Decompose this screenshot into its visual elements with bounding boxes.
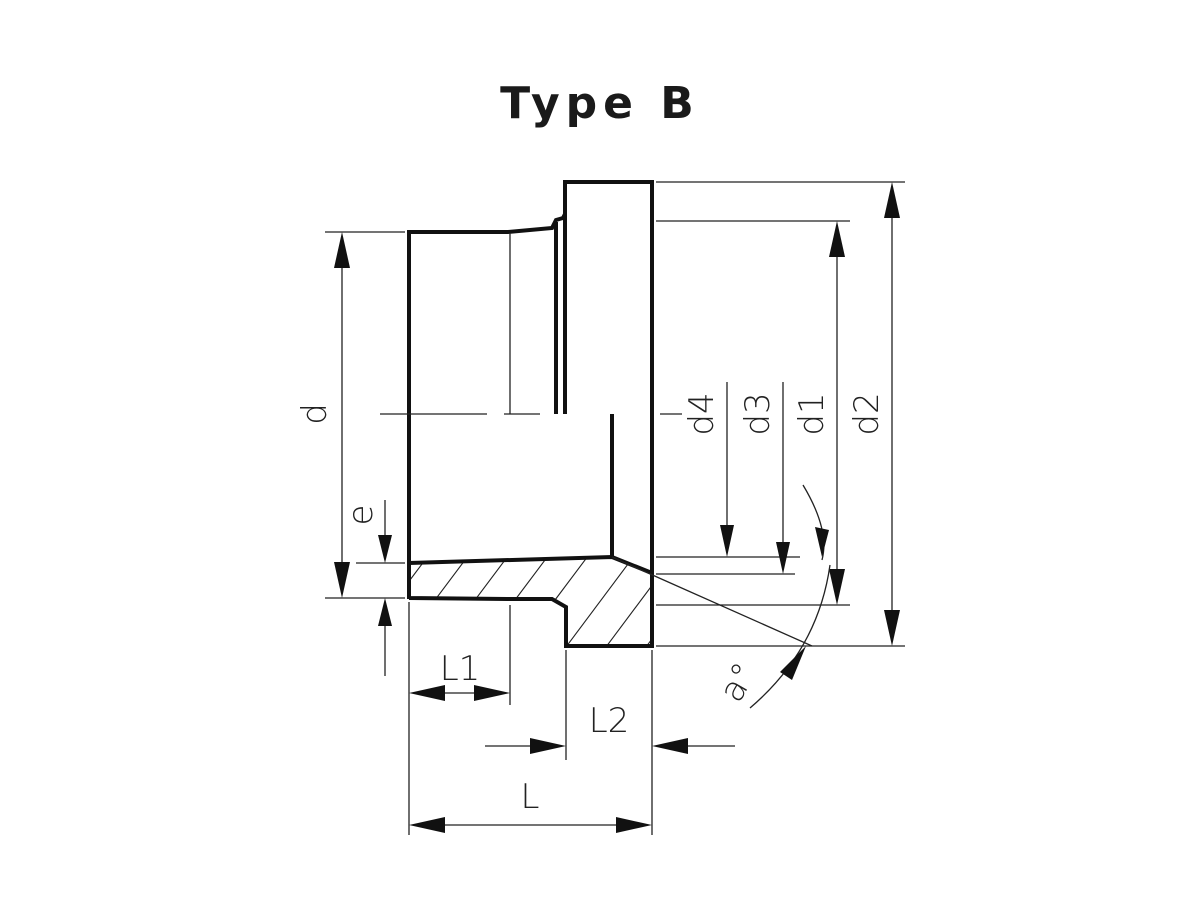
label-d2: d2 [847, 392, 887, 435]
label-L: L [521, 777, 540, 817]
dimension-d4: d4 [682, 382, 734, 557]
dimension-d1: d1 [792, 221, 845, 605]
label-L1: L1 [440, 649, 481, 689]
drawing-title: Type B [500, 78, 700, 129]
dimension-d: d [295, 232, 350, 598]
extension-lines [325, 181, 905, 835]
dimension-L1: L1 [409, 649, 510, 701]
label-d: d [295, 403, 335, 425]
dimension-L2: L2 [485, 701, 735, 754]
label-d1: d1 [792, 392, 832, 435]
dimension-d2: d2 [847, 182, 900, 646]
dimension-angle: a° [712, 484, 831, 709]
label-e: e [341, 505, 381, 526]
dimension-d3: d3 [738, 382, 790, 574]
label-d4: d4 [682, 392, 722, 435]
label-d3: d3 [738, 392, 778, 435]
label-L2: L2 [589, 701, 630, 741]
dimension-e: e [341, 500, 392, 676]
dimension-L: L [409, 777, 652, 833]
